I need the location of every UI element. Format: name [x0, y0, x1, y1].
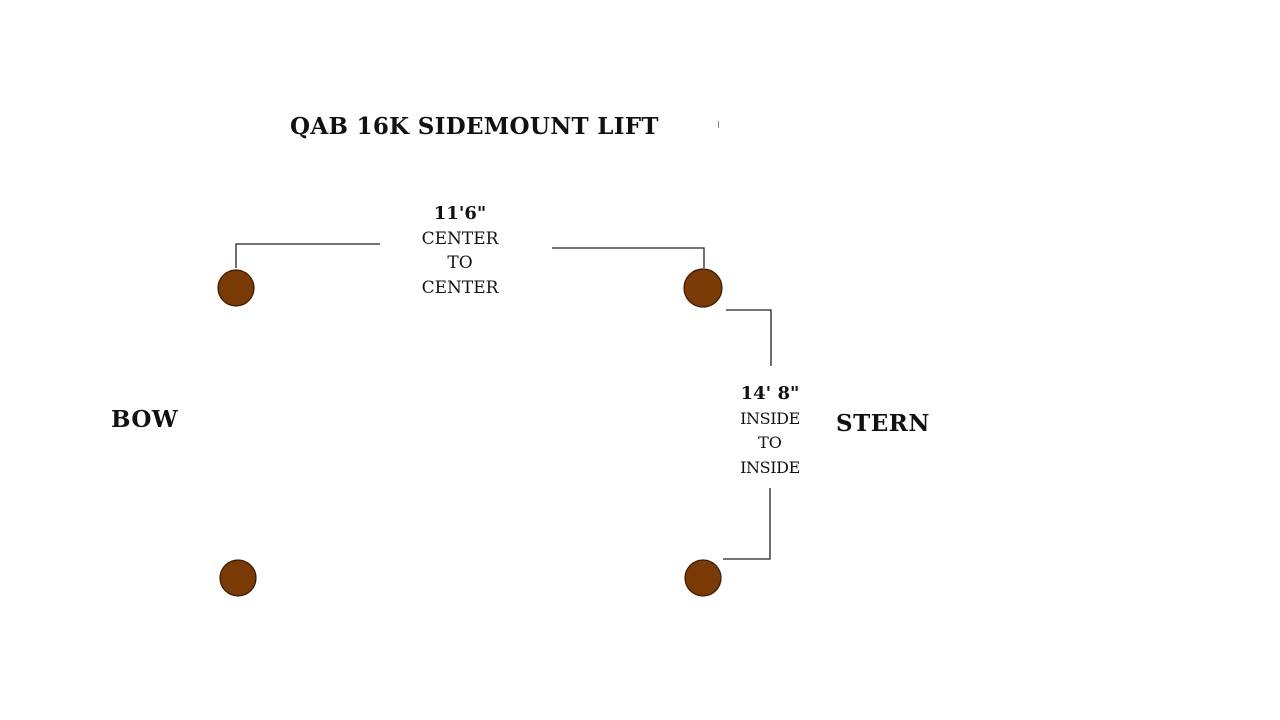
post-stern-bottom	[684, 559, 722, 597]
post-bow-top	[217, 269, 255, 307]
stray-mark	[718, 121, 719, 128]
post-bow-bottom	[219, 559, 257, 597]
diagram-title: QAB 16K SIDEMOUNT LIFT	[290, 113, 659, 140]
stern-label: STERN	[836, 410, 930, 437]
center-to-center-value: 11'6"	[433, 203, 487, 224]
bow-label: BOW	[111, 406, 179, 433]
center-to-center-dimension-line-right	[552, 247, 705, 268]
center-to-center-dimension-line-left	[235, 243, 380, 268]
inside-to-inside-dimension-label: 14' 8" INSIDE TO INSIDE	[727, 382, 813, 480]
inside-to-inside-dimension-line-top	[726, 309, 772, 366]
inside-to-inside-dimension-line-bottom	[723, 488, 771, 560]
center-to-center-line3: CENTER	[421, 277, 499, 298]
center-to-center-line1: CENTER	[421, 228, 499, 249]
center-to-center-dimension-label: 11'6" CENTER TO CENTER	[404, 202, 516, 300]
center-to-center-line2: TO	[447, 253, 473, 273]
inside-to-inside-line1: INSIDE	[740, 408, 800, 428]
post-stern-top	[683, 268, 723, 308]
inside-to-inside-line2: TO	[758, 433, 782, 452]
inside-to-inside-value: 14' 8"	[740, 383, 800, 404]
inside-to-inside-line3: INSIDE	[740, 457, 800, 477]
